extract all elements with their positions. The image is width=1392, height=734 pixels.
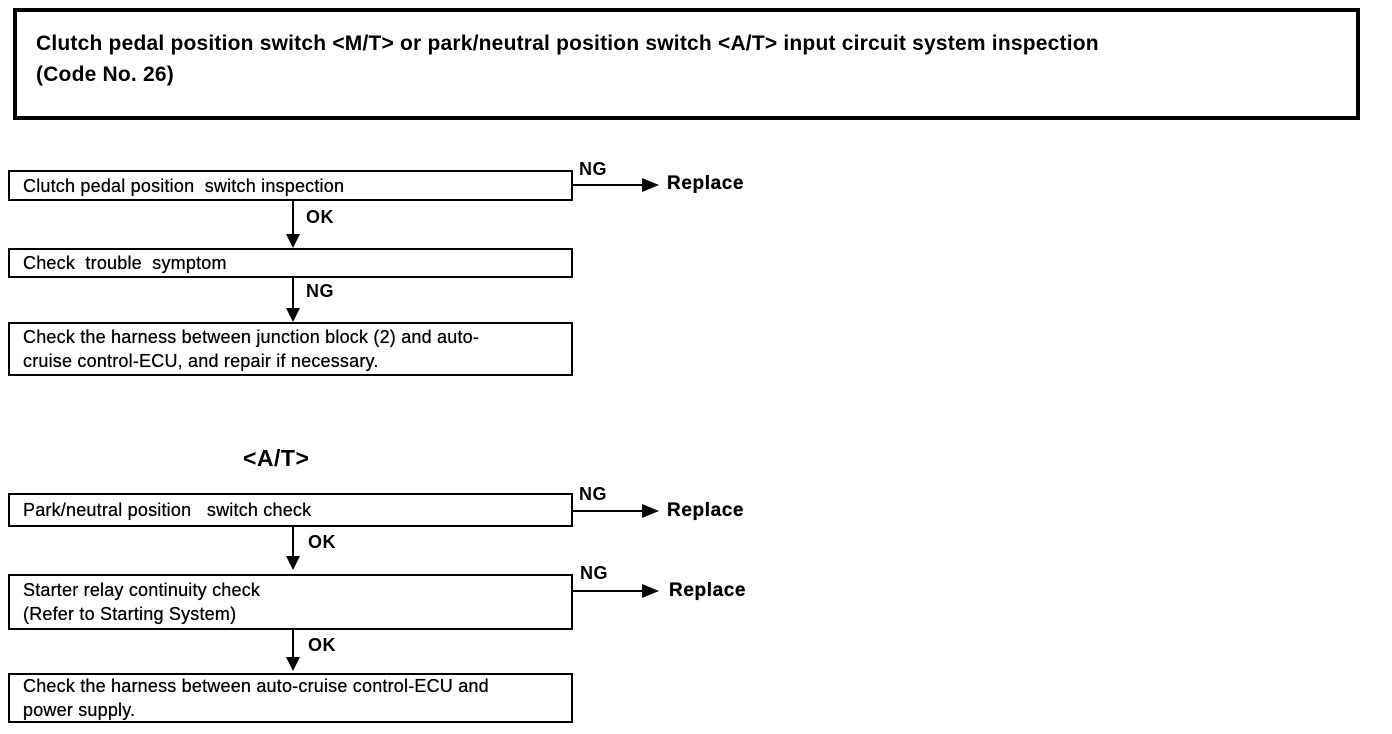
at-step2-ng-arrow-icon — [642, 584, 659, 598]
mt-step1-replace-label: Replace — [667, 173, 745, 194]
mt-step1-ng-arrow-icon — [642, 178, 659, 192]
mt-connector2-arrow-icon — [286, 308, 300, 322]
at-step1-ng-arrow-icon — [642, 504, 659, 518]
at-connector1-line — [292, 527, 294, 558]
title-box: Clutch pedal position switch <M/T> or pa… — [13, 8, 1360, 120]
mt-step1-ng-line — [573, 184, 643, 186]
mt-step3-text-line2: cruise control-ECU, and repair if necess… — [23, 351, 379, 371]
at-step2-text-line1: Starter relay continuity check — [23, 580, 261, 600]
at-connector2-ok-label: OK — [308, 635, 336, 655]
at-step1-ng-line — [573, 510, 643, 512]
at-step2-ng-line — [573, 590, 643, 592]
at-step2-box: Starter relay continuity check (Refer to… — [8, 574, 573, 630]
at-step2-ng-label: NG — [580, 563, 608, 583]
at-step3-text-line2: power supply. — [23, 700, 136, 720]
at-section-label: <A/T> — [243, 445, 310, 471]
at-connector2-line — [292, 630, 294, 659]
at-step1-text: Park/neutral position switch check — [23, 500, 312, 520]
mt-step1-text: Clutch pedal position switch inspection — [23, 175, 345, 196]
page-title-line2: (Code No. 26) — [36, 63, 174, 86]
mt-step2-text: Check trouble symptom — [23, 253, 227, 273]
mt-step1-box: Clutch pedal position switch inspection — [8, 170, 573, 201]
at-connector1-ok-label: OK — [308, 532, 336, 552]
page-title-line1: Clutch pedal position switch <M/T> or pa… — [36, 32, 1099, 55]
at-step3-box: Check the harness between auto-cruise co… — [8, 673, 573, 723]
at-step2-text-line2: (Refer to Starting System) — [23, 604, 237, 624]
at-step1-box: Park/neutral position switch check — [8, 493, 573, 527]
mt-connector2-ng-label: NG — [306, 281, 334, 301]
at-step2-replace-label: Replace — [669, 580, 747, 601]
mt-connector1-arrow-icon — [286, 234, 300, 248]
at-connector2-arrow-icon — [286, 657, 300, 671]
at-connector1-arrow-icon — [286, 556, 300, 570]
at-step1-ng-label: NG — [579, 484, 607, 504]
mt-step2-box: Check trouble symptom — [8, 248, 573, 278]
mt-connector1-ok-label: OK — [306, 207, 334, 227]
at-step1-replace-label: Replace — [667, 500, 745, 521]
mt-step1-ng-label: NG — [579, 159, 607, 179]
mt-connector1-line — [292, 201, 294, 236]
at-step3-text-line1: Check the harness between auto-cruise co… — [23, 676, 489, 696]
mt-step3-text-line1: Check the harness between junction block… — [23, 327, 480, 347]
mt-step3-box: Check the harness between junction block… — [8, 322, 573, 376]
mt-connector2-line — [292, 278, 294, 310]
